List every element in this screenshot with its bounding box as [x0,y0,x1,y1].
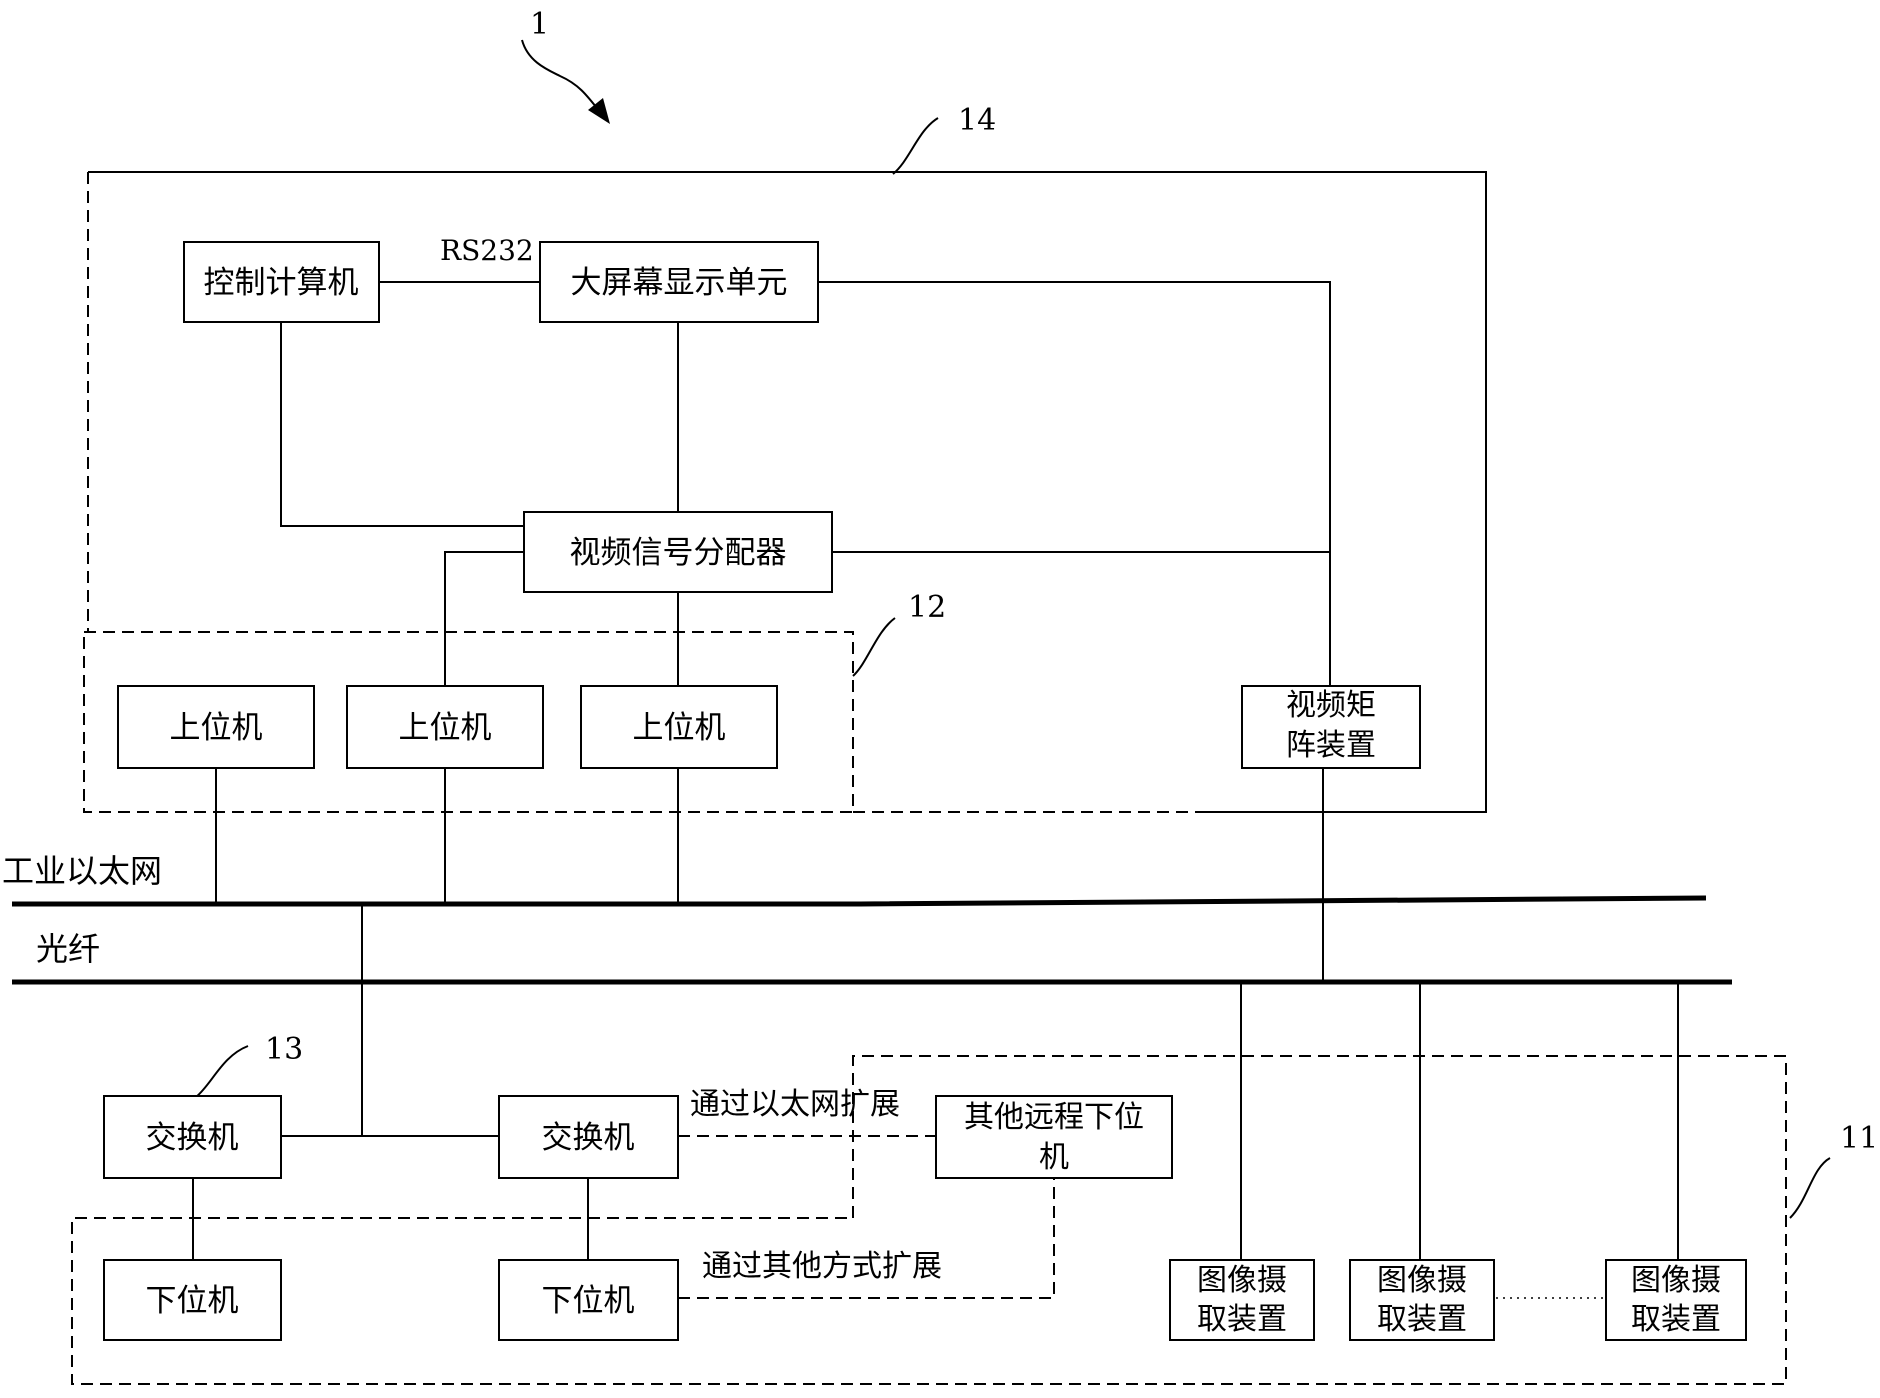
switch-1-box [103,1095,282,1179]
ref-label-field-region: 11 [1840,1121,1878,1156]
link-distributor-to-upper-2 [444,551,524,686]
optical-fiber-label: 光纤 [36,930,100,968]
upper-pc-2-box [346,685,544,769]
upper-pc-3-box [580,685,778,769]
field-device-region [71,1055,1787,1385]
ref-leader-switch-region [195,1045,249,1098]
rs232-label: RS232 [440,234,534,267]
lower-pc-1-box [103,1259,282,1341]
ref-leader-upper-region [852,617,896,677]
ref-label-control-region: 14 [958,103,996,138]
video-matrix-box [1241,685,1421,769]
ethernet-extension-label: 通过以太网扩展 [690,1087,900,1122]
ref-arrow-system [521,39,601,113]
lower-pc-2-label: 下位机 [542,1283,635,1319]
camera-1-label-line1: 图像摄 [1197,1263,1287,1298]
link-lower-2-to-remote [678,1178,1055,1299]
camera-2-label-line1: 图像摄 [1377,1263,1467,1298]
lower-pc-2-box [498,1259,679,1341]
ref-arrowhead-system [588,98,610,124]
link-control-to-distributor [280,322,524,527]
big-screen-box [539,241,819,323]
switch-1-label: 交换机 [146,1120,239,1156]
other-extension-label: 通过其他方式扩展 [702,1249,942,1284]
ref-leader-control-region [892,117,939,175]
upper-computer-region [83,631,854,813]
video-distributor-box [523,511,833,593]
control-computer-label: 控制计算机 [204,265,359,301]
camera-1-label-line2: 取装置 [1197,1302,1287,1337]
industrial-ethernet-bus [12,895,1707,907]
control-room-boundary-solid [88,171,1487,813]
ref-label-upper-region: 12 [908,590,946,625]
video-matrix-label-line1: 视频矩 [1286,688,1376,723]
camera-2-label-line2: 取装置 [1377,1302,1467,1337]
video-matrix-label-line2: 阵装置 [1286,728,1376,763]
video-distributor-label: 视频信号分配器 [570,535,787,571]
upper-pc-3-label: 上位机 [633,710,726,746]
industrial-ethernet-label: 工业以太网 [2,852,162,890]
switch-2-box [498,1095,679,1179]
control-computer-box [183,241,380,323]
remote-lower-pc-box [935,1095,1173,1179]
remote-lower-pc-label-line1: 其他远程下位 [964,1100,1144,1135]
ref-label-switch-region: 13 [265,1032,303,1067]
big-screen-label: 大屏幕显示单元 [571,265,788,301]
camera-2-box [1349,1259,1495,1341]
upper-pc-1-box [117,685,315,769]
lower-pc-1-label: 下位机 [146,1283,239,1319]
upper-pc-1-label: 上位机 [170,710,263,746]
ref-label-system: 1 [530,7,549,42]
switch-2-label: 交换机 [542,1120,635,1156]
link-screen-to-matrix [818,281,1331,686]
camera-3-box [1605,1259,1747,1341]
upper-pc-2-label: 上位机 [399,710,492,746]
camera-3-label-line1: 图像摄 [1631,1263,1721,1298]
camera-3-label-line2: 取装置 [1631,1302,1721,1337]
camera-1-box [1169,1259,1315,1341]
ref-leader-field-region [1789,1157,1831,1219]
remote-lower-pc-label-line2: 机 [1039,1140,1069,1175]
